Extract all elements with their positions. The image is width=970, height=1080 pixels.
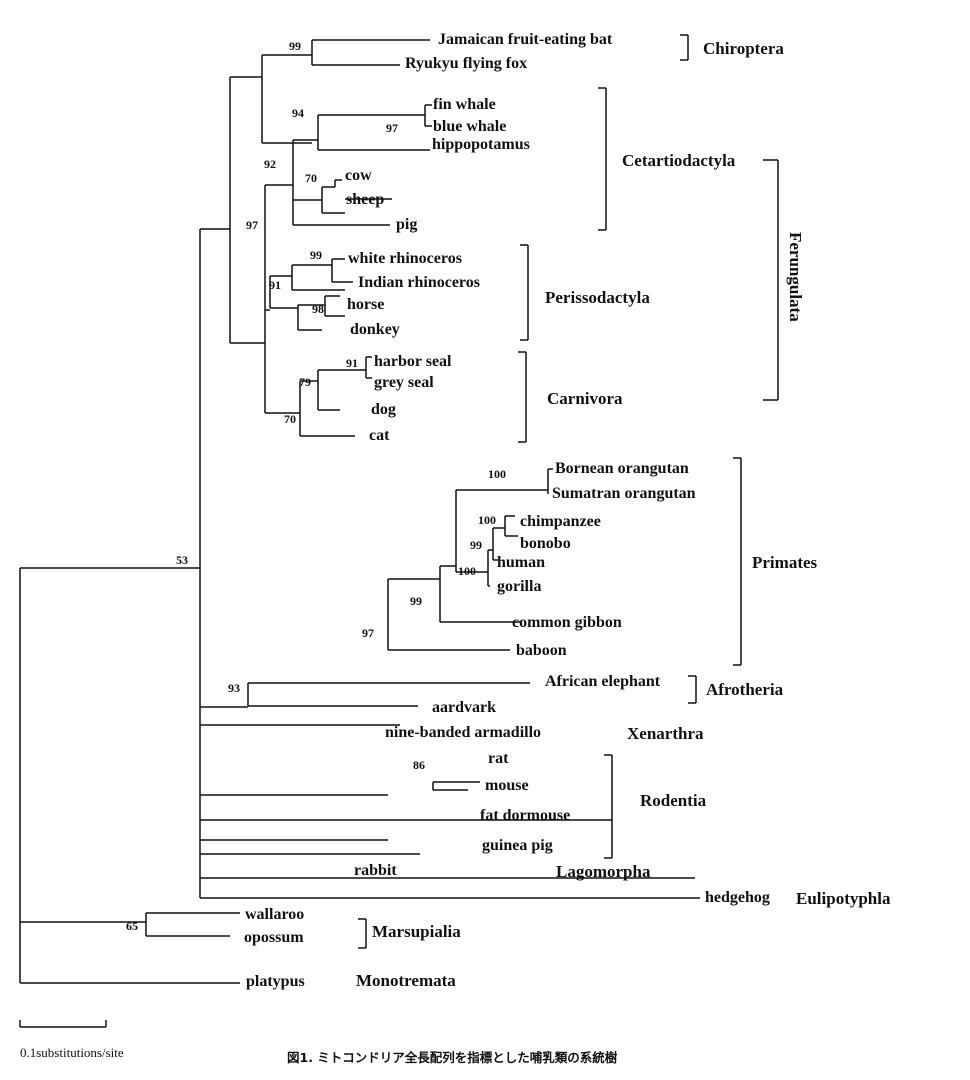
species-label: Ryukyu flying fox: [405, 55, 527, 72]
species-label: hedgehog: [705, 889, 770, 906]
species-label: blue whale: [433, 118, 506, 135]
bootstrap-value: 100: [458, 564, 476, 578]
bootstrap-value: 94: [292, 106, 304, 120]
clade-label: Eulipotyphla: [796, 889, 891, 908]
clade-label: Ferungulata: [786, 232, 805, 322]
species-label: Bornean orangutan: [555, 460, 689, 477]
species-label: Jamaican fruit-eating bat: [438, 31, 613, 48]
bootstrap-value: 92: [264, 157, 276, 171]
bootstrap-value: 70: [305, 171, 317, 185]
species-label: bonobo: [520, 535, 571, 552]
species-label: nine-banded armadillo: [385, 724, 541, 741]
species-label: platypus: [246, 973, 305, 990]
species-label: Indian rhinoceros: [358, 274, 480, 291]
species-label: harbor seal: [374, 353, 452, 370]
clade-label: Chiroptera: [703, 39, 784, 58]
bootstrap-value: 100: [488, 467, 506, 481]
bootstrap-value: 99: [470, 538, 482, 552]
bootstrap-value: 99: [310, 248, 322, 262]
clade-label: Perissodactyla: [545, 288, 650, 307]
bootstrap-value: 99: [410, 594, 422, 608]
clade-label: Afrotheria: [706, 680, 784, 699]
clade-label: Primates: [752, 553, 818, 572]
clade-label: Monotremata: [356, 971, 456, 990]
species-label: gorilla: [497, 578, 541, 595]
bootstrap-value: 91: [346, 356, 358, 370]
species-label: rat: [488, 750, 509, 767]
species-label: hippopotamus: [432, 136, 530, 153]
species-label: Sumatran orangutan: [552, 485, 696, 502]
species-label: wallaroo: [245, 906, 304, 923]
bootstrap-value: 70: [284, 412, 296, 426]
species-label: dog: [371, 401, 396, 418]
clade-label: Xenarthra: [627, 724, 704, 743]
bootstrap-value: 97: [362, 626, 374, 640]
scale-bar-label: 0.1substitutions/site: [20, 1045, 124, 1060]
bootstrap-value: 93: [228, 681, 240, 695]
bootstrap-value: 99: [289, 39, 301, 53]
species-label: human: [497, 554, 545, 571]
species-label: chimpanzee: [520, 513, 601, 530]
bootstrap-value: 65: [126, 919, 138, 933]
species-label: opossum: [244, 929, 304, 946]
species-label: fat dormouse: [480, 807, 570, 824]
figure-caption: 図1. ミトコンドリア全長配列を指標とした哺乳類の系統樹: [287, 1050, 618, 1065]
species-label: white rhinoceros: [348, 250, 462, 267]
species-label: baboon: [516, 642, 567, 659]
clade-label: Cetartiodactyla: [622, 151, 736, 170]
species-label: donkey: [350, 321, 400, 338]
species-label: aardvark: [432, 699, 496, 716]
bootstrap-value: 97: [246, 218, 258, 232]
clade-label: Marsupialia: [372, 922, 461, 941]
species-label: mouse: [485, 777, 529, 794]
bootstrap-value: 86: [413, 758, 425, 772]
clade-label: Rodentia: [640, 791, 707, 810]
species-label: common gibbon: [512, 614, 622, 631]
species-label: horse: [347, 296, 384, 313]
species-label: African elephant: [545, 673, 661, 690]
species-label: pig: [396, 216, 417, 233]
species-label: cat: [369, 427, 390, 444]
species-label: sheep: [346, 191, 384, 208]
species-label: fin whale: [433, 96, 496, 113]
bootstrap-value: 97: [386, 121, 398, 135]
bootstrap-value: 79: [299, 375, 311, 389]
bootstrap-value: 53: [176, 553, 188, 567]
species-label: guinea pig: [482, 837, 553, 854]
species-label: cow: [345, 167, 372, 184]
clade-label: Carnivora: [547, 389, 623, 408]
bootstrap-value: 91: [269, 278, 281, 292]
species-label: rabbit: [354, 862, 397, 879]
bootstrap-value: 100: [478, 513, 496, 527]
bootstrap-value: 98: [312, 302, 324, 316]
clade-label: Lagomorpha: [556, 862, 651, 881]
species-label: grey seal: [374, 374, 434, 391]
